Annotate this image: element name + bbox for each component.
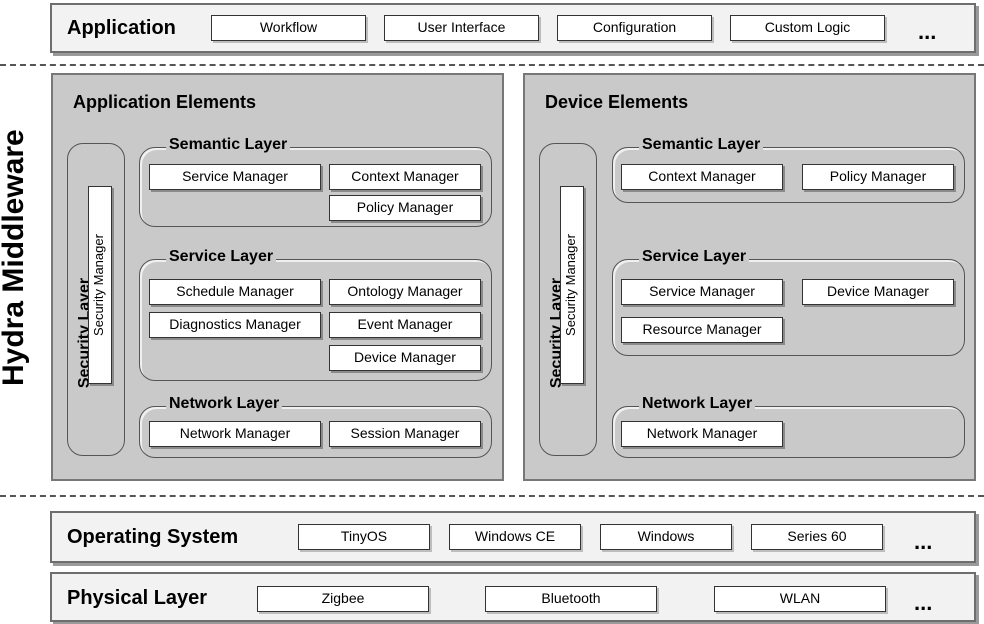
device-network-layer-label: Network Layer (639, 395, 756, 413)
application-title: Application (67, 17, 176, 39)
physical-layer-title: Physical Layer (67, 587, 208, 609)
physical-layer-band: Physical Layer Zigbee Bluetooth WLAN ... (50, 572, 976, 622)
phy-item-zigbee: Zigbee (257, 586, 429, 612)
device-security-manager-box: Security Manager (560, 186, 584, 384)
application-band: Application Workflow User Interface Conf… (50, 3, 976, 53)
device-context-manager: Context Manager (621, 164, 783, 190)
device-elements-panel: Device Elements Security Layer Security … (523, 73, 976, 481)
app-diagnostics-manager: Diagnostics Manager (149, 312, 321, 338)
app-context-manager: Context Manager (329, 164, 481, 190)
app-semantic-layer-label: Semantic Layer (166, 136, 291, 154)
application-elements-panel: Application Elements Security Layer Secu… (51, 73, 504, 481)
os-item-tinyos: TinyOS (298, 524, 430, 550)
os-more: ... (914, 529, 933, 554)
separator-top (0, 64, 984, 66)
app-ontology-manager: Ontology Manager (329, 279, 481, 305)
device-network-manager: Network Manager (621, 421, 783, 447)
application-elements-title: Application Elements (73, 92, 257, 112)
device-service-manager: Service Manager (621, 279, 783, 305)
operating-system-band: Operating System TinyOS Windows CE Windo… (50, 511, 976, 563)
hydra-middleware-label: Hydra Middleware (0, 129, 30, 386)
device-security-manager-label: Security Manager (563, 234, 578, 336)
app-security-layer: Security Layer Security Manager (67, 143, 125, 456)
device-security-layer: Security Layer Security Manager (539, 143, 597, 456)
os-item-windows-ce: Windows CE (449, 524, 581, 550)
app-service-layer: Service Layer Schedule Manager Ontology … (139, 248, 492, 381)
device-semantic-layer-label: Semantic Layer (639, 136, 764, 154)
app-security-manager-box: Security Manager (88, 186, 112, 384)
device-elements-title: Device Elements (545, 92, 689, 112)
app-event-manager: Event Manager (329, 312, 481, 338)
app-network-layer-label: Network Layer (166, 395, 283, 413)
app-semantic-layer: Semantic Layer Service Manager Context M… (139, 136, 492, 227)
phy-item-bluetooth: Bluetooth (485, 586, 657, 612)
phy-more: ... (914, 590, 933, 615)
application-item-custom-logic: Custom Logic (730, 15, 885, 41)
device-service-layer: Service Layer Service Manager Device Man… (612, 248, 965, 356)
device-device-manager: Device Manager (802, 279, 954, 305)
app-network-layer: Network Layer Network Manager Session Ma… (139, 395, 492, 458)
device-resource-manager: Resource Manager (621, 317, 783, 343)
application-item-configuration: Configuration (557, 15, 712, 41)
app-service-layer-label: Service Layer (166, 248, 277, 266)
device-semantic-layer: Semantic Layer Context Manager Policy Ma… (612, 136, 965, 203)
app-policy-manager: Policy Manager (329, 195, 481, 221)
device-network-layer: Network Layer Network Manager (612, 395, 965, 458)
os-item-series-60: Series 60 (751, 524, 883, 550)
operating-system-title: Operating System (67, 526, 239, 548)
device-policy-manager: Policy Manager (802, 164, 954, 190)
application-item-workflow: Workflow (211, 15, 366, 41)
app-security-manager-label: Security Manager (91, 234, 106, 336)
app-session-manager: Session Manager (329, 421, 481, 447)
application-more: ... (918, 19, 937, 44)
os-item-windows: Windows (600, 524, 732, 550)
device-service-layer-label: Service Layer (639, 248, 750, 266)
app-device-manager: Device Manager (329, 345, 481, 371)
separator-bottom (0, 495, 984, 497)
app-service-manager: Service Manager (149, 164, 321, 190)
phy-item-wlan: WLAN (714, 586, 886, 612)
app-schedule-manager: Schedule Manager (149, 279, 321, 305)
app-network-manager: Network Manager (149, 421, 321, 447)
application-item-user-interface: User Interface (384, 15, 539, 41)
